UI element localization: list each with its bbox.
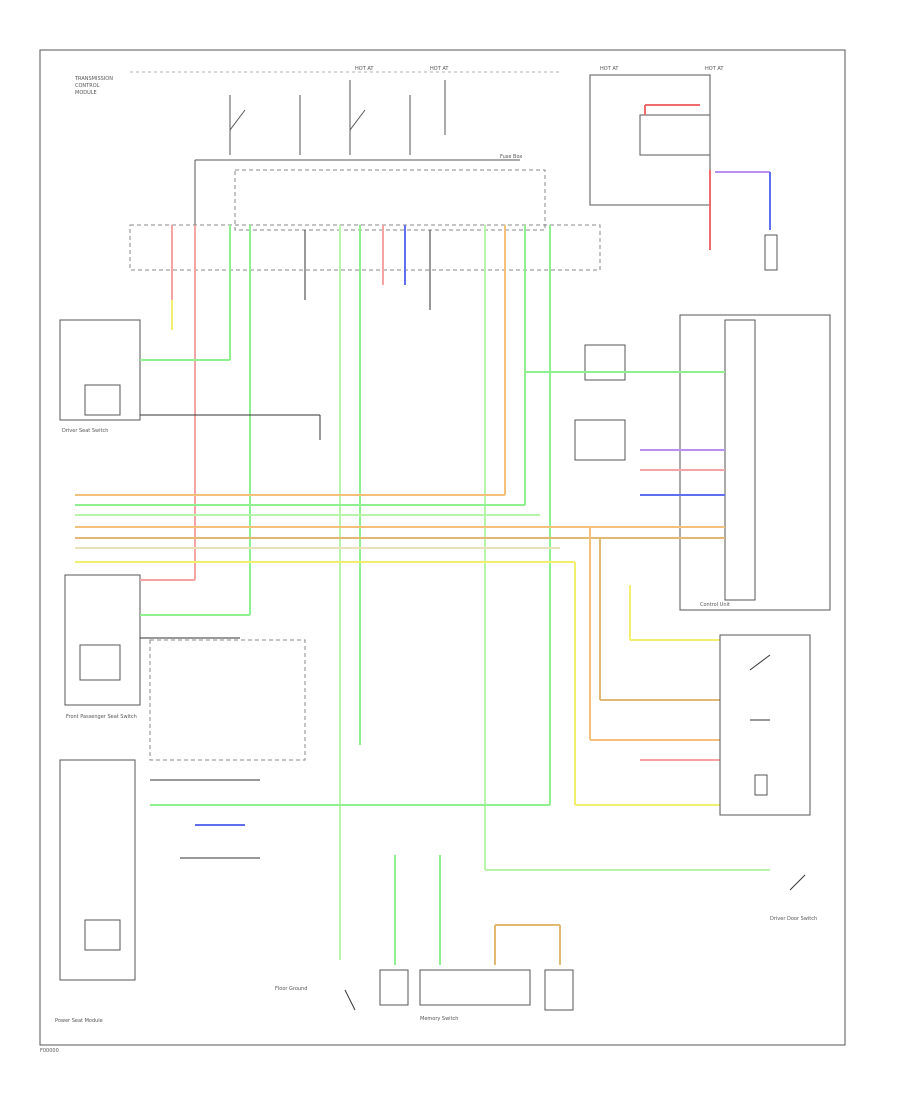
passenger-switch-element (79, 644, 121, 681)
switch-box-right-2 (574, 419, 626, 461)
driver-door-switch-label: Driver Door Switch (770, 916, 817, 922)
control-unit-inner (724, 319, 756, 601)
diagram-border (39, 49, 846, 1046)
right-sensor (754, 774, 768, 796)
module-element-1 (84, 919, 121, 951)
front-passenger-switch-label: Front Passenger Seat Switch (66, 714, 137, 720)
driver-seat-switch-box (59, 319, 141, 421)
bottom-component-1 (379, 969, 409, 1006)
driver-seat-switch-label: Driver Seat Switch (62, 428, 108, 434)
bottom-component-3 (544, 969, 574, 1011)
control-module-box (234, 169, 546, 231)
fuse-label-2: HOT AT (430, 66, 449, 72)
ecu-box-label: Fuse Box (500, 154, 522, 160)
fuse-label-3: HOT AT (600, 66, 619, 72)
floor-ground-label: Floor Ground (275, 986, 307, 992)
top-left-label-3: MODULE (75, 90, 97, 96)
cond-unit-label: Control Unit (700, 602, 730, 608)
switch-box-right-1 (584, 344, 626, 381)
bottom-component-2 (419, 969, 531, 1006)
ignition-switch-group (194, 80, 520, 225)
footer-code: F00000 (40, 1048, 59, 1054)
memory-switch-label: Memory Switch (420, 1016, 458, 1022)
control-unit-outer (679, 314, 831, 611)
fuse-label-1: HOT AT (355, 66, 374, 72)
switch-element-1 (84, 384, 121, 416)
right-door-switch (789, 874, 806, 891)
relay-component (639, 114, 711, 156)
connector-strip (129, 224, 601, 271)
right-lower-box (719, 634, 811, 816)
passenger-sub-box (149, 639, 306, 761)
fuse-label-4: HOT AT (705, 66, 724, 72)
top-left-label-2: CONTROL (75, 83, 100, 89)
front-passenger-seat-switch-box (64, 574, 141, 706)
power-seat-module-box (59, 759, 136, 981)
right-switch-1 (749, 654, 771, 671)
top-left-label: TRANSMISSION (74, 76, 113, 82)
right-connector (764, 234, 778, 271)
power-seat-module-label: Power Seat Module (55, 1018, 103, 1024)
bottom-switch (344, 989, 356, 1011)
